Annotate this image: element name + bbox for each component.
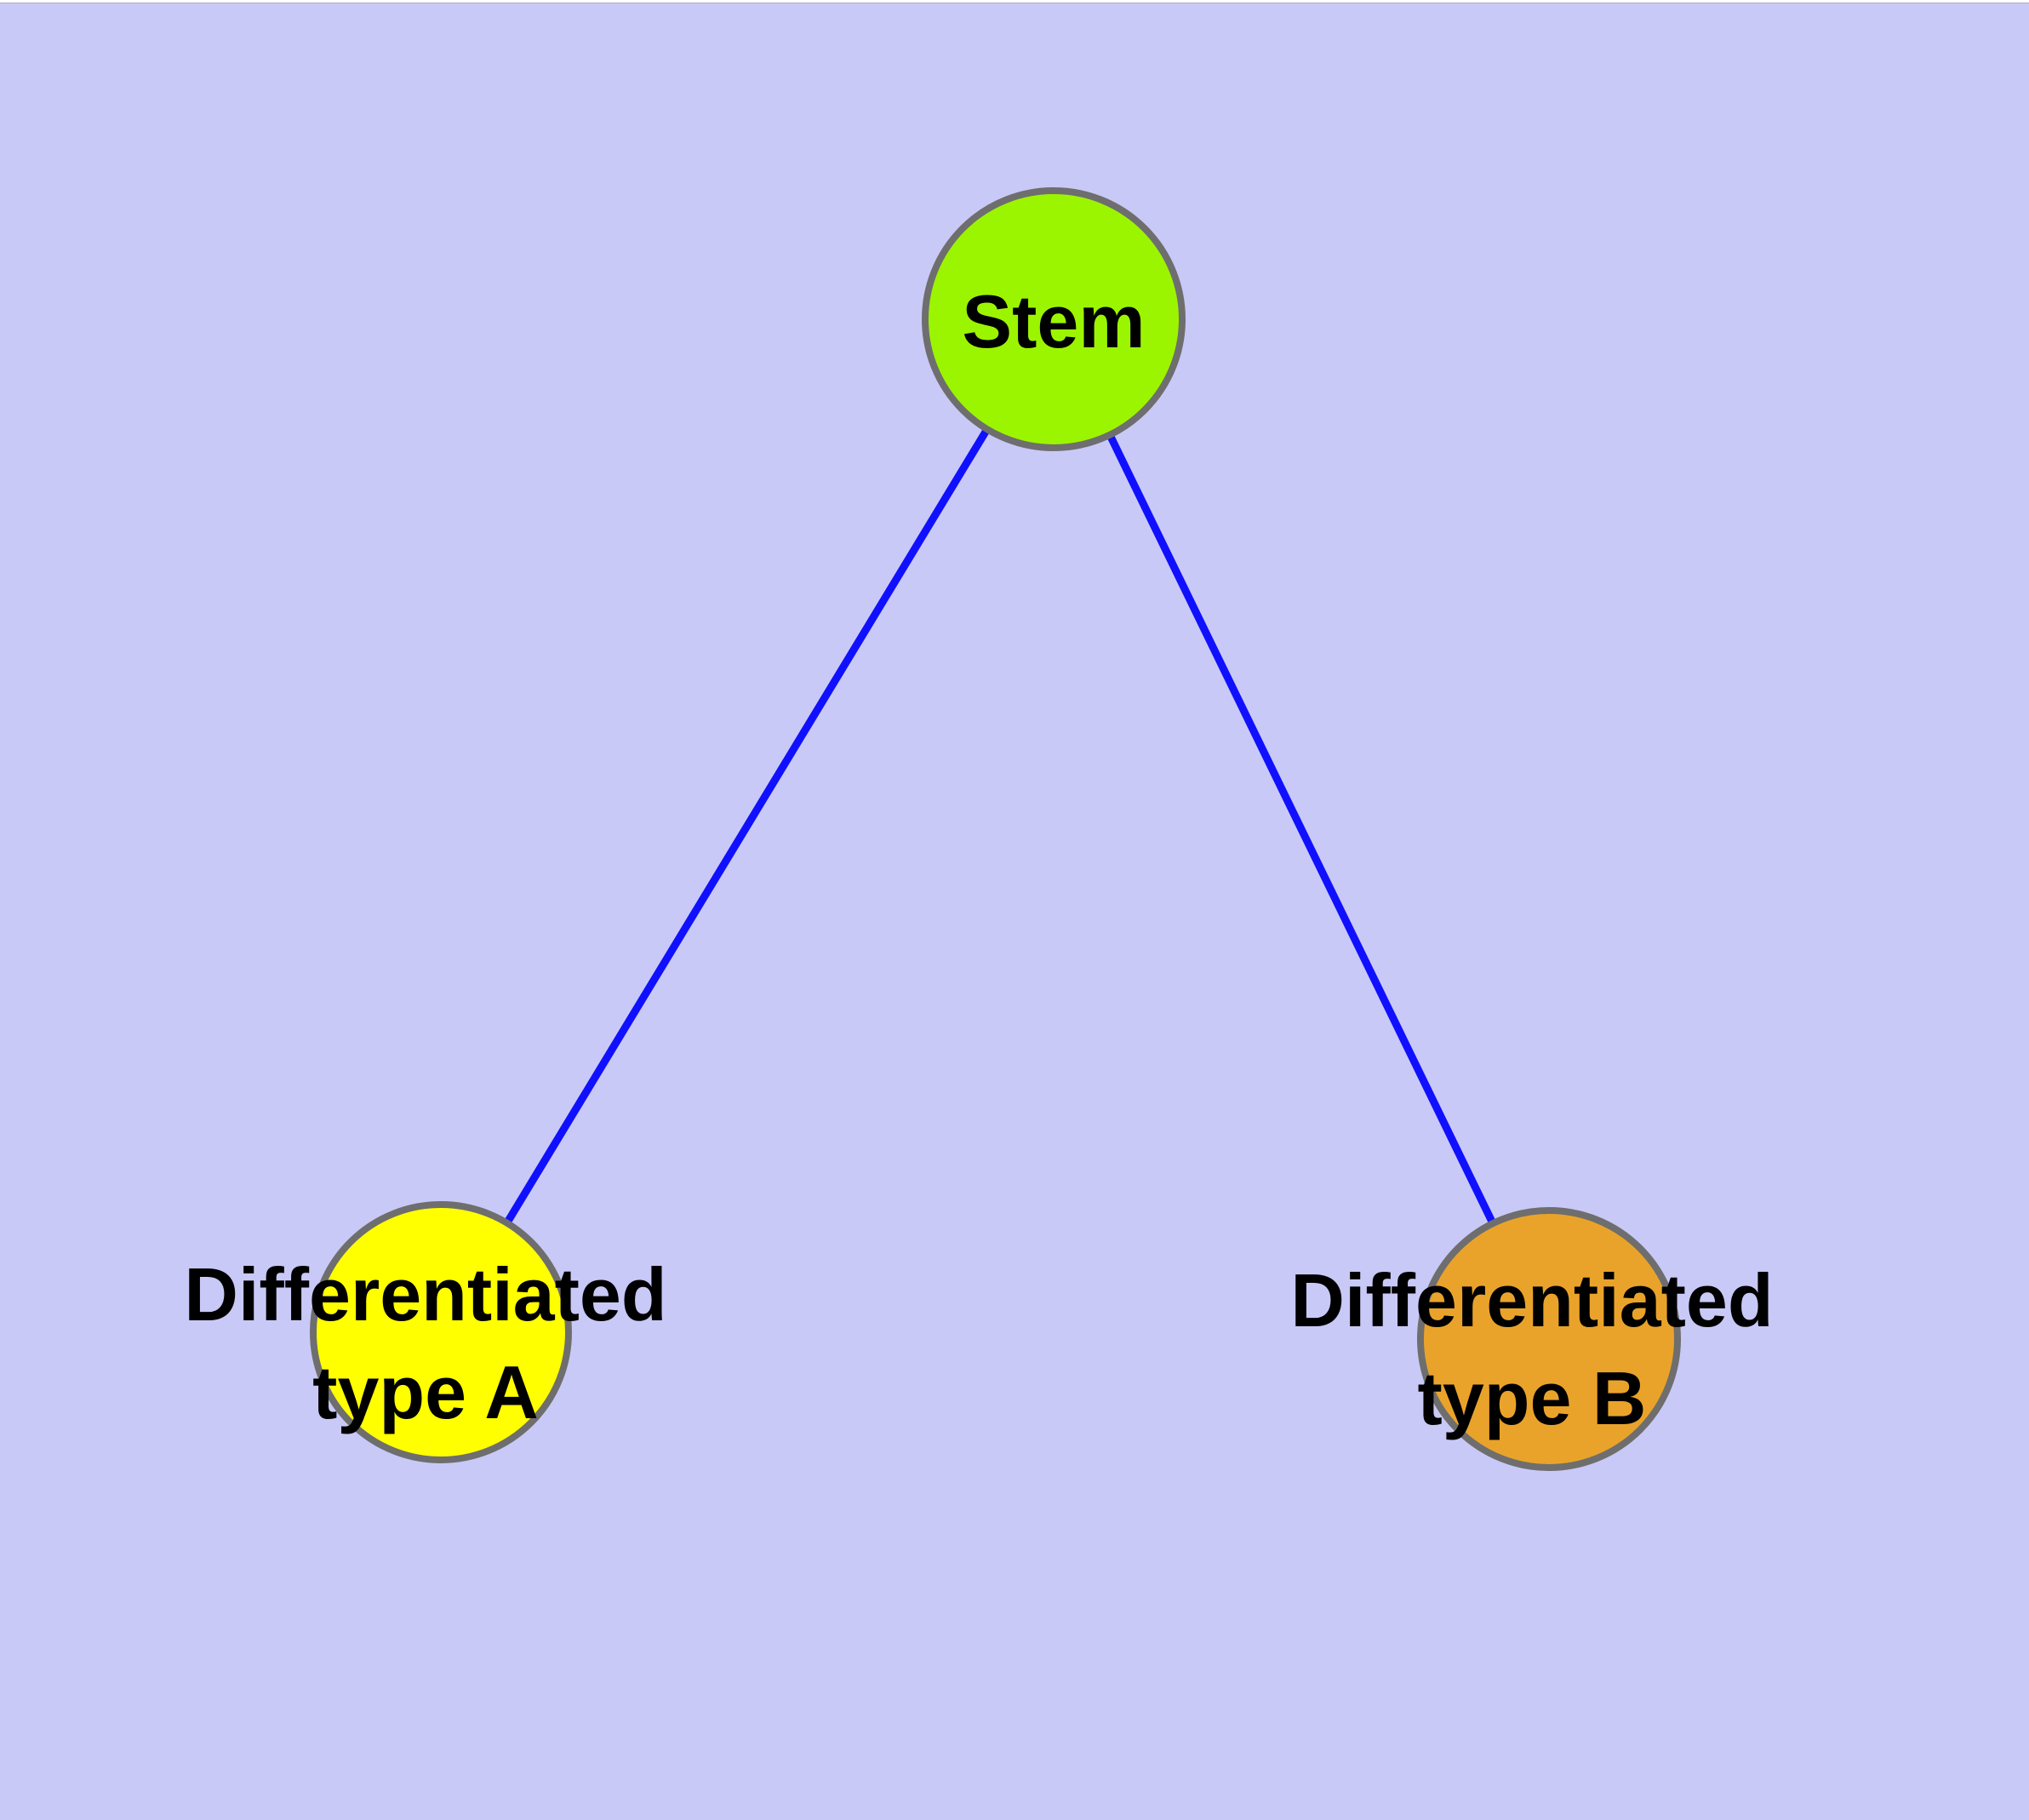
- window-top-strip: [0, 0, 2029, 3]
- node-stem: [922, 187, 1186, 451]
- node-type-b-label-line2: type B: [1418, 1356, 1647, 1440]
- node-stem-label: Stem: [962, 279, 1145, 363]
- node-type-b-label-line1: Differentiated: [1290, 1258, 1773, 1342]
- edge-stem-to-type-b: [1049, 318, 1553, 1341]
- node-differentiated-type-b: [1417, 1207, 1681, 1471]
- node-type-a-label-line2: type A: [312, 1350, 539, 1434]
- edge-stem-to-type-a: [437, 317, 1057, 1335]
- node-type-a-label-line1: Differentiated: [184, 1252, 666, 1336]
- node-differentiated-type-a: [310, 1201, 572, 1463]
